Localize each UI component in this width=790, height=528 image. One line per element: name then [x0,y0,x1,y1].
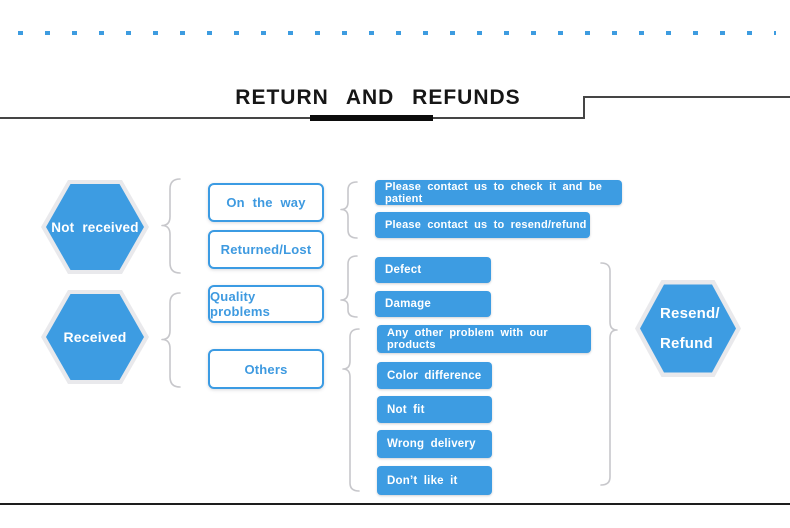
bottom-divider [0,503,790,505]
brace-not-received [161,178,181,274]
category-box-returned-lost: Returned/Lost [208,230,324,269]
hexagon-shape [41,290,149,384]
action-label: Please contact us to check it and be pat… [385,180,603,205]
action-box-check-patient: Please contact us to check it and be pat… [375,180,622,205]
category-box-quality-problems: Quality problems [208,285,324,323]
outcome-line1: Resend/ [660,304,720,322]
header-rule-step [583,96,585,119]
status-hexagon-received: Received [41,290,149,384]
outcome-hexagon-resend-refund: Resend/ Refund [635,280,741,377]
status-label: Not received [51,219,139,235]
action-label: Defect [385,264,422,276]
action-label: Wrong delivery [387,438,476,450]
action-box-resend-refund: Please contact us to resend/refund [375,212,590,238]
brace-received [161,292,181,388]
hexagon-shape [41,180,149,274]
action-label: Damage [385,298,431,310]
action-box-not-fit: Not fit [377,396,492,423]
header-rule-right [583,96,790,98]
status-hexagon-not-received: Not received [41,180,149,274]
action-box-damage: Damage [375,291,491,317]
page-title: RETURN AND REFUNDS [235,86,521,109]
brace-on-the-way [340,181,358,239]
action-box-dont-like-it: Don’t like it [377,466,492,495]
title-underline [310,115,433,121]
category-label: On the way [226,195,306,210]
hexagon-shape [635,280,741,377]
category-label: Others [244,361,288,377]
header-rule-left [0,117,584,119]
action-label: Color difference [387,369,482,382]
category-box-others: Others [208,349,324,389]
action-box-any-other-problem: Any other problem with our products [377,325,591,353]
action-box-wrong-delivery: Wrong delivery [377,430,492,458]
category-label: Returned/Lost [220,242,312,257]
action-box-defect: Defect [375,257,491,283]
brace-outcome [600,262,618,486]
category-label: Quality problems [210,289,271,319]
action-label: Any other problem with our products [387,327,548,351]
action-label: Not fit [387,403,425,416]
action-box-color-difference: Color difference [377,362,492,389]
status-label: Received [63,329,127,345]
brace-others [342,328,360,492]
action-label: Please contact us to resend/refund [385,219,587,231]
outcome-label: Resend/ Refund [635,280,741,377]
category-box-on-the-way: On the way [208,183,324,222]
action-label: Don’t like it [387,474,458,487]
outcome-line2: Refund [660,334,713,352]
dotted-divider [18,31,776,35]
brace-quality-problems [340,255,358,318]
